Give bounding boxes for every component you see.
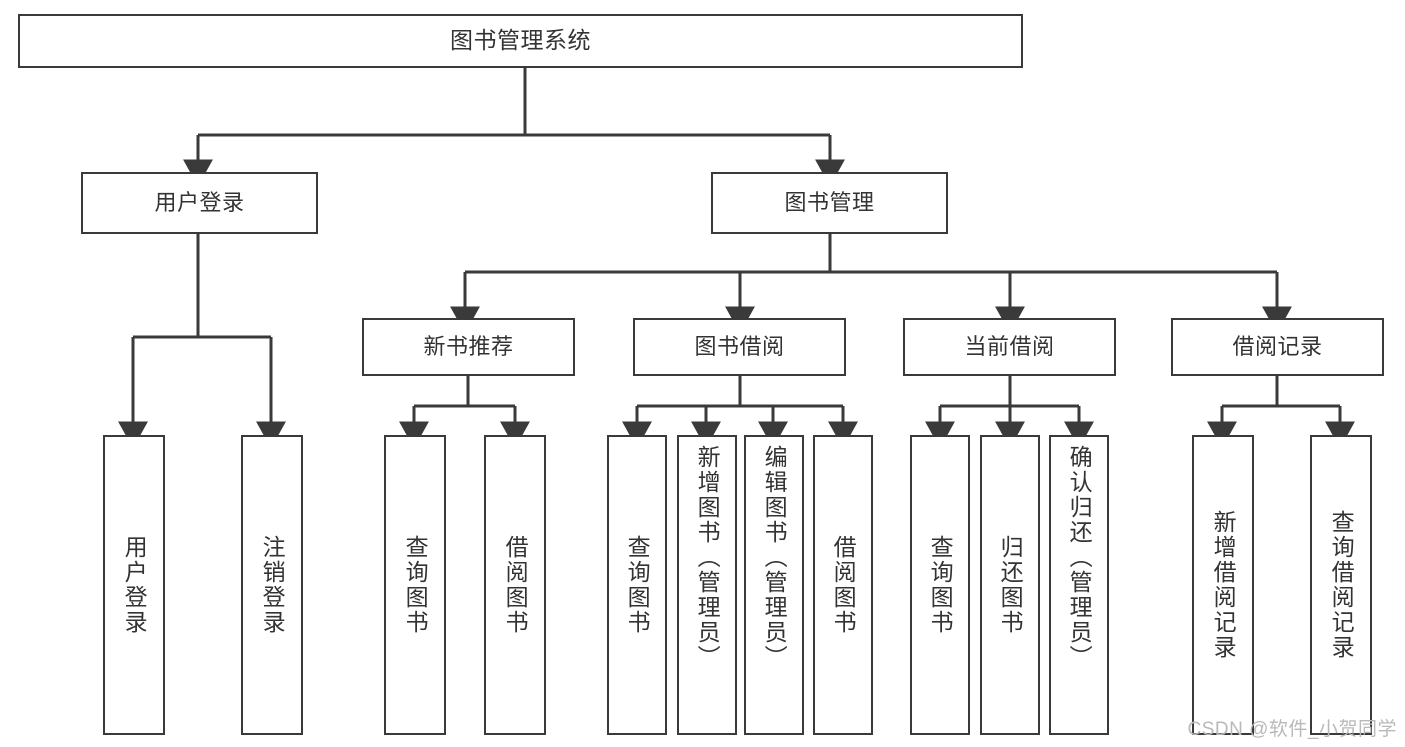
node-new-book-recommend-label: 新书推荐 [423,334,514,360]
leaf-confirm-return-admin[interactable]: 确认归还（管理员） [1049,435,1109,735]
leaf-logout[interactable]: 注销登录 [241,435,303,735]
leaf-borrow-book-borrow-label: 借阅图书 [830,535,857,635]
node-book-borrow[interactable]: 图书借阅 [633,318,846,376]
leaf-return-book-label: 归还图书 [997,535,1024,635]
watermark: CSDN @软件_小贺同学 [1187,719,1397,740]
leaf-edit-book-admin[interactable]: 编辑图书（管理员） [744,435,804,735]
leaf-user-login[interactable]: 用户登录 [103,435,165,735]
node-user-login-label: 用户登录 [154,190,245,216]
leaf-borrow-book-new-label: 借阅图书 [502,535,529,635]
node-borrow-record[interactable]: 借阅记录 [1171,318,1384,376]
leaf-logout-label: 注销登录 [259,535,286,635]
leaf-query-book-current[interactable]: 查询图书 [910,435,970,735]
node-root-label: 图书管理系统 [450,27,591,54]
leaf-add-book-admin[interactable]: 新增图书（管理员） [677,435,737,735]
leaf-query-book-borrow[interactable]: 查询图书 [607,435,667,735]
node-current-borrow-label: 当前借阅 [964,334,1055,360]
leaf-query-book-borrow-label: 查询图书 [624,535,651,635]
node-book-borrow-label: 图书借阅 [694,334,785,360]
node-current-borrow[interactable]: 当前借阅 [903,318,1116,376]
node-root[interactable]: 图书管理系统 [18,14,1023,68]
leaf-query-borrow-record[interactable]: 查询借阅记录 [1310,435,1372,735]
leaf-query-book-new-label: 查询图书 [402,535,429,635]
leaf-add-borrow-record[interactable]: 新增借阅记录 [1192,435,1254,735]
leaf-query-book-new[interactable]: 查询图书 [384,435,446,735]
node-user-login[interactable]: 用户登录 [81,172,318,234]
leaf-return-book[interactable]: 归还图书 [980,435,1040,735]
leaf-borrow-book-new[interactable]: 借阅图书 [484,435,546,735]
leaf-user-login-label: 用户登录 [121,535,148,635]
leaf-edit-book-admin-label: 编辑图书（管理员） [761,445,788,670]
node-new-book-recommend[interactable]: 新书推荐 [362,318,575,376]
node-book-management[interactable]: 图书管理 [711,172,948,234]
leaf-borrow-book-borrow[interactable]: 借阅图书 [813,435,873,735]
leaf-query-book-current-label: 查询图书 [927,535,954,635]
leaf-query-borrow-record-label: 查询借阅记录 [1328,510,1355,660]
leaf-confirm-return-admin-label: 确认归还（管理员） [1066,445,1093,670]
node-borrow-record-label: 借阅记录 [1232,334,1323,360]
leaf-add-book-admin-label: 新增图书（管理员） [694,445,721,670]
leaf-add-borrow-record-label: 新增借阅记录 [1210,510,1237,660]
node-book-management-label: 图书管理 [784,190,875,216]
